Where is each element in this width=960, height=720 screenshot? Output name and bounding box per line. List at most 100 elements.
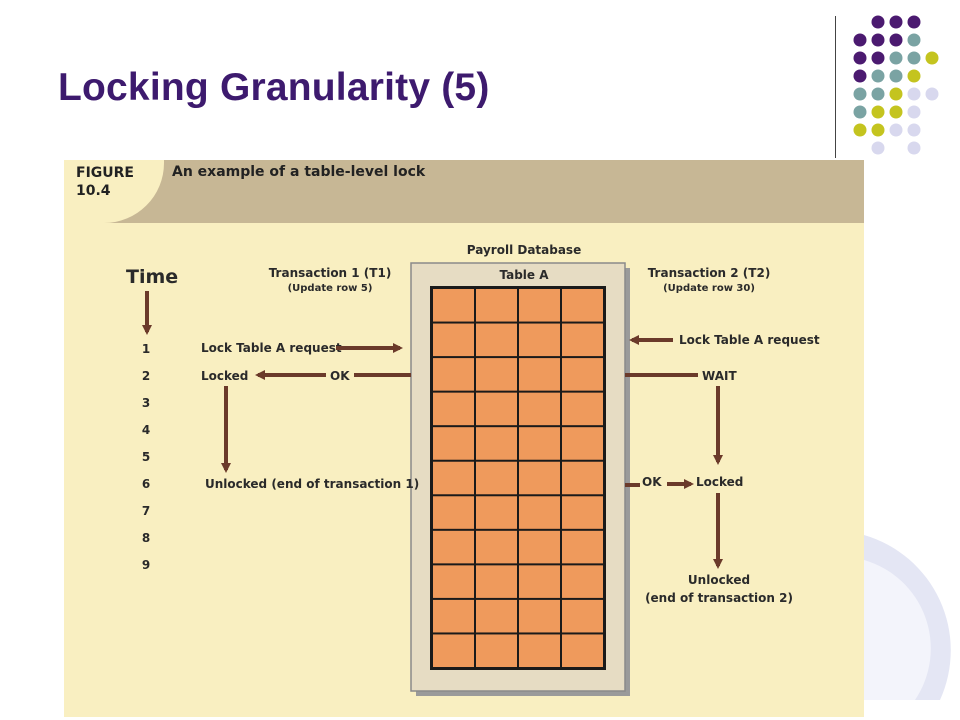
figure-header	[64, 160, 864, 223]
table-cell	[519, 323, 560, 357]
decorative-dot	[871, 123, 885, 137]
decorative-dot	[925, 51, 939, 65]
decorative-dot	[907, 141, 921, 155]
table-cell	[562, 565, 603, 598]
figure-label: FIGURE 10.4	[76, 164, 134, 200]
table-cell	[519, 496, 560, 529]
time-step-3: 3	[142, 396, 150, 410]
t2-title: Transaction 2 (T2)	[648, 266, 771, 280]
time-step-8: 8	[142, 531, 150, 545]
t2-lock-request: Lock Table A request	[679, 333, 820, 347]
table-cell	[433, 599, 474, 633]
table-cell	[433, 427, 474, 460]
t1-subtitle: (Update row 5)	[288, 283, 373, 294]
table-cell	[562, 358, 603, 391]
t2-ok: OK	[642, 475, 662, 489]
figure-label-number: 10.4	[76, 183, 111, 199]
table-cell	[519, 427, 560, 460]
table-cell	[519, 358, 560, 391]
table-cell	[433, 461, 474, 495]
table-cell	[562, 496, 603, 529]
time-step-7: 7	[142, 504, 150, 518]
decorative-dot	[853, 123, 867, 137]
decorative-dot	[889, 69, 903, 83]
decorative-dot	[907, 51, 921, 65]
decorative-dot	[853, 105, 867, 119]
decorative-dot	[871, 15, 885, 29]
table-cell	[433, 634, 474, 667]
decorative-dot	[889, 123, 903, 137]
decorative-dot	[853, 33, 867, 47]
decorative-dot	[925, 87, 939, 101]
table-cell	[476, 289, 517, 322]
decorative-dot	[889, 105, 903, 119]
table-title: Table A	[499, 268, 549, 282]
decorative-dot	[871, 141, 885, 155]
table-grid	[433, 289, 603, 667]
decorative-dot	[889, 33, 903, 47]
t2-locked: Locked	[696, 475, 743, 489]
table-cell	[519, 599, 560, 633]
table-cell	[433, 565, 474, 598]
time-label: Time	[126, 266, 178, 288]
decorative-dot	[907, 123, 921, 137]
time-step-6: 6	[142, 477, 150, 491]
decorative-dot	[907, 87, 921, 101]
decorative-dot	[907, 105, 921, 119]
decorative-dot	[907, 69, 921, 83]
decorative-dot	[889, 15, 903, 29]
table-cell	[562, 392, 603, 426]
table-cell	[476, 634, 517, 667]
table-cell	[476, 565, 517, 598]
t1-locked: Locked	[201, 369, 248, 383]
time-step-4: 4	[142, 423, 150, 437]
decorative-dot	[889, 51, 903, 65]
table-cell	[476, 323, 517, 357]
table-cell	[519, 634, 560, 667]
decorative-dot	[853, 51, 867, 65]
figure-label-word: FIGURE	[76, 165, 134, 181]
table-cell	[519, 392, 560, 426]
t2-subtitle: (Update row 30)	[663, 283, 755, 294]
table-cell	[562, 634, 603, 667]
time-step-1: 1	[142, 342, 150, 356]
figure: FIGURE 10.4 An example of a table-level …	[64, 160, 864, 717]
table-cell	[562, 461, 603, 495]
table-cell	[433, 323, 474, 357]
table-cell	[562, 289, 603, 322]
table-cell	[519, 565, 560, 598]
table-cell	[562, 427, 603, 460]
table-cell	[476, 599, 517, 633]
t2-unlocked-detail: (end of transaction 2)	[645, 591, 793, 605]
table-cell	[562, 530, 603, 564]
table-cell	[476, 427, 517, 460]
decorative-dot	[853, 87, 867, 101]
table-cell	[476, 530, 517, 564]
time-step-5: 5	[142, 450, 150, 464]
table-cell	[433, 289, 474, 322]
time-step-9: 9	[142, 558, 150, 572]
decorative-dot	[871, 33, 885, 47]
time-steps: 1 2 3 4 5 6 7 8 9	[142, 342, 150, 572]
table-cell	[476, 461, 517, 495]
time-step-2: 2	[142, 369, 150, 383]
table-cell	[476, 392, 517, 426]
decorative-dot	[853, 69, 867, 83]
decorative-dot	[871, 105, 885, 119]
table-cell	[519, 530, 560, 564]
table-cell	[562, 323, 603, 357]
t2-wait: WAIT	[702, 369, 737, 383]
table-lock-diagram: Payroll Database Table A Time 123456789 …	[126, 243, 820, 696]
decorative-dot	[889, 87, 903, 101]
table-cell	[433, 358, 474, 391]
t2-unlocked: Unlocked	[688, 573, 750, 587]
table-cell	[519, 289, 560, 322]
table-cell	[433, 392, 474, 426]
decorative-dot	[907, 33, 921, 47]
decorative-dot	[871, 69, 885, 83]
t1-title: Transaction 1 (T1)	[269, 266, 392, 280]
decorative-dot	[871, 87, 885, 101]
table-cell	[476, 358, 517, 391]
decorative-dot	[907, 15, 921, 29]
figure-caption: An example of a table-level lock	[172, 164, 426, 180]
